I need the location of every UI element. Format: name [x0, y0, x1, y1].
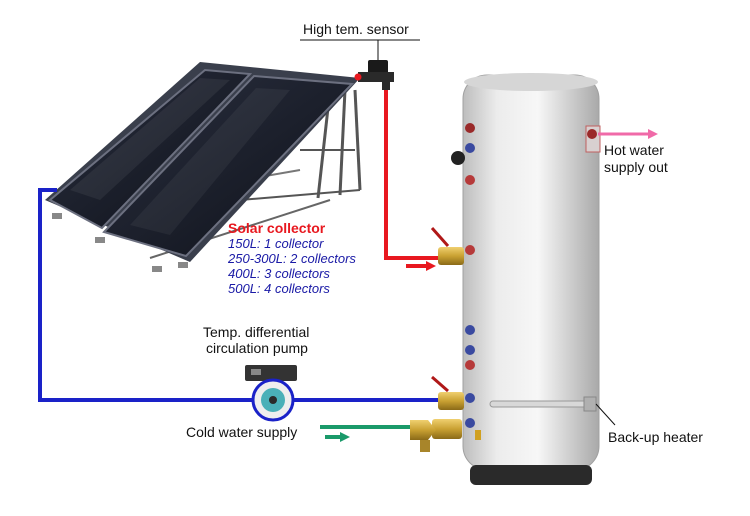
cold-inlet-valve — [410, 419, 462, 452]
hot-inlet-valve — [430, 227, 464, 265]
tank-base — [470, 465, 592, 485]
collector-title: Solar collector — [228, 220, 326, 236]
collector-line-4: 500L: 4 collectors — [228, 281, 330, 296]
backup-heater-element — [489, 400, 591, 408]
circulation-pump — [245, 365, 297, 422]
high-temperature-sensor — [300, 39, 420, 90]
heater-label: Back-up heater — [608, 429, 703, 445]
circulation-loop-pipe — [38, 188, 448, 402]
collector-panel-2 — [102, 74, 355, 258]
hot-water-label-line2: supply out — [604, 159, 668, 175]
hot-water-label-line1: Hot water — [604, 142, 664, 158]
collector-line-3: 400L: 3 collectors — [228, 266, 330, 281]
pump-label-line1: Temp. differential — [203, 324, 309, 340]
collector-line-2: 250-300L: 2 collectors — [227, 251, 356, 266]
y-strainer — [410, 420, 436, 440]
pump-label-line2: circulation pump — [206, 340, 308, 356]
collector-line-1: 150L: 1 collector — [228, 236, 324, 251]
storage-tank — [451, 73, 601, 485]
collector-panel-1 — [48, 68, 253, 230]
hot-supply-pipe — [384, 90, 446, 260]
sensor-dot — [354, 73, 362, 81]
cold-water-label: Cold water supply — [186, 424, 297, 440]
sensor-label: High tem. sensor — [303, 21, 409, 37]
tank-valve-knob — [451, 151, 465, 165]
loop-return-valve — [431, 375, 464, 410]
heater-leader-line — [595, 403, 616, 426]
solar-collector — [45, 62, 360, 272]
